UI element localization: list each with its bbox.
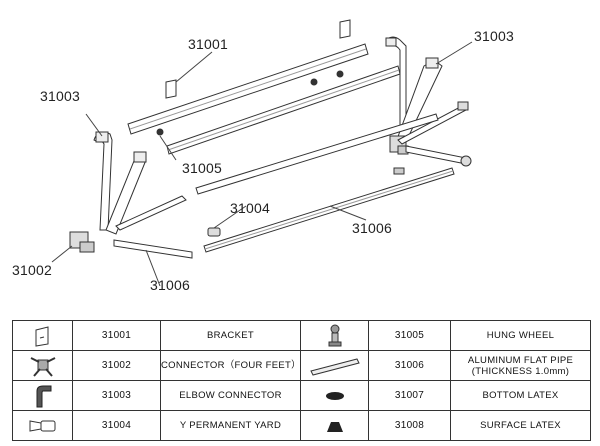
- leader-lines: [51, 41, 473, 287]
- connector-icon: [12, 350, 73, 381]
- part-code: 31006: [368, 350, 451, 381]
- part-name: SURFACE LATEX: [450, 410, 591, 441]
- surface-latex-icon: [300, 410, 369, 441]
- y-yard-icon: [12, 410, 73, 441]
- part-code: 31002: [72, 350, 161, 381]
- part-code: 31004: [72, 410, 161, 441]
- left-leg: [105, 151, 147, 235]
- part-code: 31001: [72, 320, 161, 351]
- part-name: ALUMINUM FLAT PIPE (THICKNESS 1.0mm): [450, 350, 591, 381]
- top-bar: [127, 43, 369, 135]
- aluminum-pipe-icon: [300, 350, 369, 381]
- parts-table: 31001 BRACKET 31005 HUNG WHEEL 31002 CON…: [12, 320, 591, 441]
- part-name: CONNECTOR（FOUR FEET）: [160, 350, 301, 381]
- elbow-connector-icon: [12, 380, 73, 411]
- part-code: 31003: [72, 380, 161, 411]
- table-row: 31003 ELBOW CONNECTOR 31007 BOTTOM LATEX: [12, 380, 591, 411]
- exploded-diagram: [51, 19, 473, 287]
- hung-wheel-icon: [300, 320, 369, 351]
- part-name: BRACKET: [160, 320, 301, 351]
- part-name: HUNG WHEEL: [450, 320, 591, 351]
- lower-bar: [203, 167, 455, 253]
- callout-31006-right: 31006: [352, 220, 392, 236]
- part-name: BOTTOM LATEX: [450, 380, 591, 411]
- bracket-icon: [12, 320, 73, 351]
- part-name: Y PERMANENT YARD: [160, 410, 301, 441]
- part-code: 31008: [368, 410, 451, 441]
- middle-bar: [195, 113, 439, 195]
- right-brace: [397, 101, 469, 145]
- table-row: 31004 Y PERMANENT YARD 31008 SURFACE LAT…: [12, 410, 591, 441]
- part-name: ELBOW CONNECTOR: [160, 380, 301, 411]
- y-yard-part: [207, 227, 221, 237]
- hung-wheels: [156, 70, 344, 136]
- callout-31004: 31004: [230, 200, 270, 216]
- table-row: 31002 CONNECTOR（FOUR FEET） 31006 ALUMINU…: [12, 350, 591, 381]
- bottom-latex-icon: [300, 380, 369, 411]
- callout-31002: 31002: [12, 262, 52, 278]
- left-brace: [115, 195, 187, 231]
- callout-31005: 31005: [182, 160, 222, 176]
- callout-31003-right: 31003: [474, 28, 514, 44]
- left-connector: [69, 231, 95, 253]
- left-foot-bar: [113, 239, 193, 259]
- bracket-right: [339, 19, 351, 39]
- table-row: 31001 BRACKET 31005 HUNG WHEEL: [12, 320, 591, 351]
- right-bottom-leg: [405, 145, 472, 167]
- callout-31001: 31001: [188, 36, 228, 52]
- callout-31003-left: 31003: [40, 88, 80, 104]
- part-code: 31007: [368, 380, 451, 411]
- bracket-left: [165, 79, 177, 99]
- left-post: [93, 131, 113, 231]
- part-code: 31005: [368, 320, 451, 351]
- callout-31006-left: 31006: [150, 277, 190, 293]
